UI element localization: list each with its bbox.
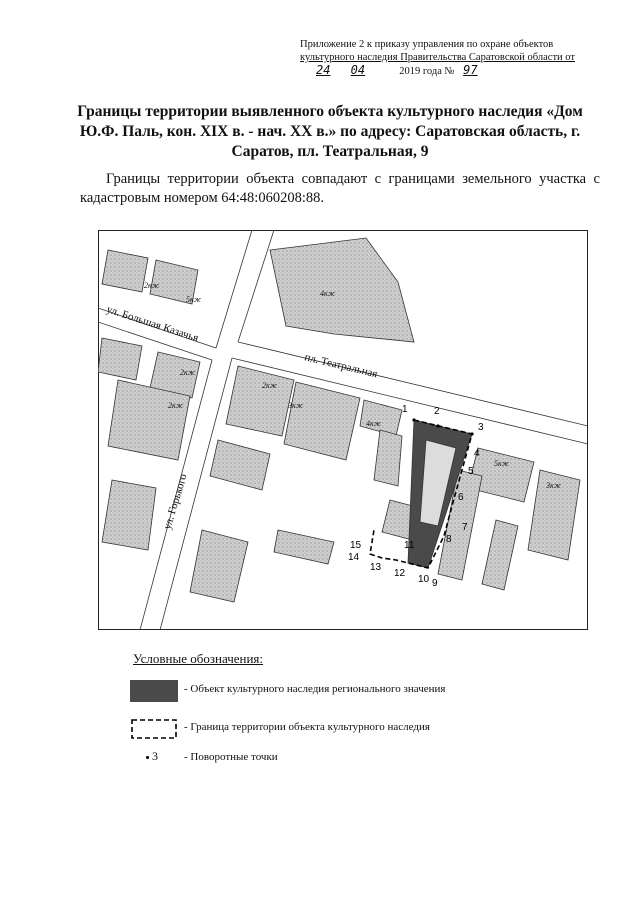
heritage-courtyard	[419, 439, 457, 527]
turning-point-icon	[146, 756, 149, 759]
legend-title: Условные обозначения:	[133, 651, 264, 666]
floor-label: 3кж	[545, 481, 562, 490]
floor-label: 3кж	[287, 401, 304, 410]
appendix-header: Приложение 2 к приказу управления по охр…	[300, 38, 612, 78]
street-edge	[159, 357, 233, 630]
building	[273, 529, 335, 565]
floor-label: 2кж	[262, 381, 278, 390]
building	[101, 249, 149, 293]
building	[149, 259, 199, 305]
legend-text-heritage: - Объект культурного наследия региональн…	[184, 683, 446, 695]
year-text: 2019 года №	[399, 66, 455, 77]
building	[149, 351, 201, 399]
floor-label: 5кж	[494, 459, 510, 468]
turning-point	[412, 418, 416, 422]
point-label-4: 4	[474, 448, 480, 459]
site-plan-map: 1 2 3 4 5 6 7 8 9 10 11 12 13 14 15 ул. …	[98, 230, 588, 630]
legend-point-sample: 3	[152, 749, 158, 763]
building	[269, 237, 415, 343]
point-label-1: 1	[402, 404, 408, 415]
street-edge	[139, 359, 213, 630]
building	[373, 429, 403, 487]
floor-label: 4кж	[366, 419, 382, 428]
floor-label: 2кж	[168, 401, 184, 410]
building	[527, 469, 581, 561]
boundary-paragraph: Границы территории объекта совпадают с г…	[80, 171, 600, 206]
street-edge	[231, 357, 588, 445]
floor-label: 2кж	[144, 281, 160, 290]
turning-point	[436, 424, 440, 428]
legend-text-boundary: - Граница территории объекта культурного…	[184, 721, 430, 733]
street-edge	[237, 230, 275, 343]
point-label-2: 2	[434, 406, 440, 417]
point-label-13: 13	[370, 562, 382, 573]
date-month: 04	[350, 63, 366, 77]
point-label-7: 7	[462, 522, 468, 533]
floor-label: 4кж	[320, 289, 336, 298]
street-edge	[98, 307, 217, 349]
point-label-10: 10	[418, 574, 430, 585]
building	[225, 365, 295, 437]
point-label-12: 12	[394, 568, 406, 579]
building	[189, 529, 249, 603]
building	[101, 479, 157, 551]
legend-text-points: - Поворотные точки	[184, 751, 278, 763]
appendix-date-line: 24 04 2019 года № 97	[300, 64, 612, 78]
appendix-line-1: Приложение 2 к приказу управления по охр…	[300, 39, 554, 50]
point-label-5: 5	[468, 466, 474, 477]
building	[283, 381, 361, 461]
street-edge	[98, 321, 213, 361]
floor-label: 5кж	[186, 295, 202, 304]
date-day: 24	[316, 63, 331, 77]
street-edge	[237, 341, 588, 427]
point-label-11: 11	[404, 540, 415, 551]
building	[107, 379, 191, 461]
document-title: Границы территории выявленного объекта к…	[77, 103, 583, 160]
point-label-3: 3	[478, 422, 484, 433]
building	[437, 469, 483, 581]
street-edge	[215, 230, 253, 349]
floor-label: 2кж	[180, 368, 196, 377]
turning-point	[470, 432, 474, 436]
order-number: 97	[463, 63, 478, 77]
point-label-6: 6	[458, 492, 464, 503]
point-label-15: 15	[350, 540, 362, 551]
building	[209, 439, 271, 491]
building	[98, 337, 143, 381]
point-label-8: 8	[446, 534, 452, 545]
building	[481, 519, 519, 591]
boundary-swatch-icon	[131, 719, 177, 739]
territory-boundary	[369, 419, 473, 569]
appendix-line-2: культурного наследия Правительства Сарат…	[300, 52, 575, 63]
point-label-9: 9	[432, 578, 438, 589]
point-label-14: 14	[348, 552, 360, 563]
heritage-swatch-icon	[130, 680, 178, 702]
